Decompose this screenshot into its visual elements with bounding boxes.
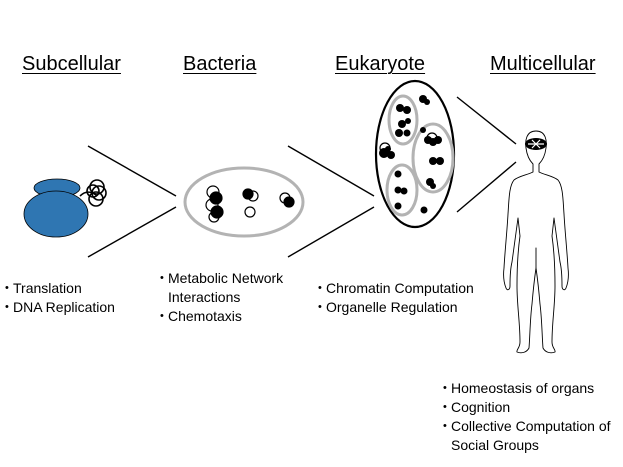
list-item: Collective Computation of Social Groups [443, 417, 623, 455]
bacteria-clusters [205, 185, 295, 223]
multicellular-list: Homeostasis of organs Cognition Collecti… [443, 379, 623, 455]
brain-icon [525, 138, 547, 150]
organelles [385, 94, 455, 217]
organelle [411, 122, 455, 194]
list-item: Chemotaxis [160, 307, 308, 326]
heading-subcellular: Subcellular [22, 53, 121, 75]
list-item: Homeostasis of organs [443, 379, 623, 398]
list-item: Metabolic Network Interactions [160, 269, 308, 307]
connector-line [87, 145, 177, 197]
connector-line [456, 96, 517, 145]
subcellular-list: Translation DNA Replication [5, 279, 115, 317]
ribosome-icon [23, 178, 89, 238]
human-figure [503, 130, 569, 354]
connector-line [287, 145, 375, 197]
connector-line [287, 206, 375, 258]
list-item: Cognition [443, 398, 623, 417]
bacteria-cell [183, 166, 305, 238]
eukaryote-list: Chromatin Computation Organelle Regulati… [318, 279, 474, 317]
list-item: Organelle Regulation [318, 298, 474, 317]
heading-eukaryote: Eukaryote [335, 53, 426, 75]
heading-bacteria: Bacteria [183, 53, 257, 75]
organelle [387, 94, 419, 146]
chromatin-dots [379, 95, 444, 214]
connector-line [87, 206, 177, 258]
list-item: DNA Replication [5, 298, 115, 317]
bacteria-list: Metabolic Network Interactions Chemotaxi… [160, 269, 308, 326]
list-item: Chromatin Computation [318, 279, 474, 298]
organelle [385, 163, 419, 217]
list-item: Translation [5, 279, 115, 298]
dna-strand-icon [79, 179, 107, 207]
connector-lines [87, 96, 517, 258]
heading-multicellular: Multicellular [490, 53, 596, 75]
connector-line [456, 161, 517, 213]
